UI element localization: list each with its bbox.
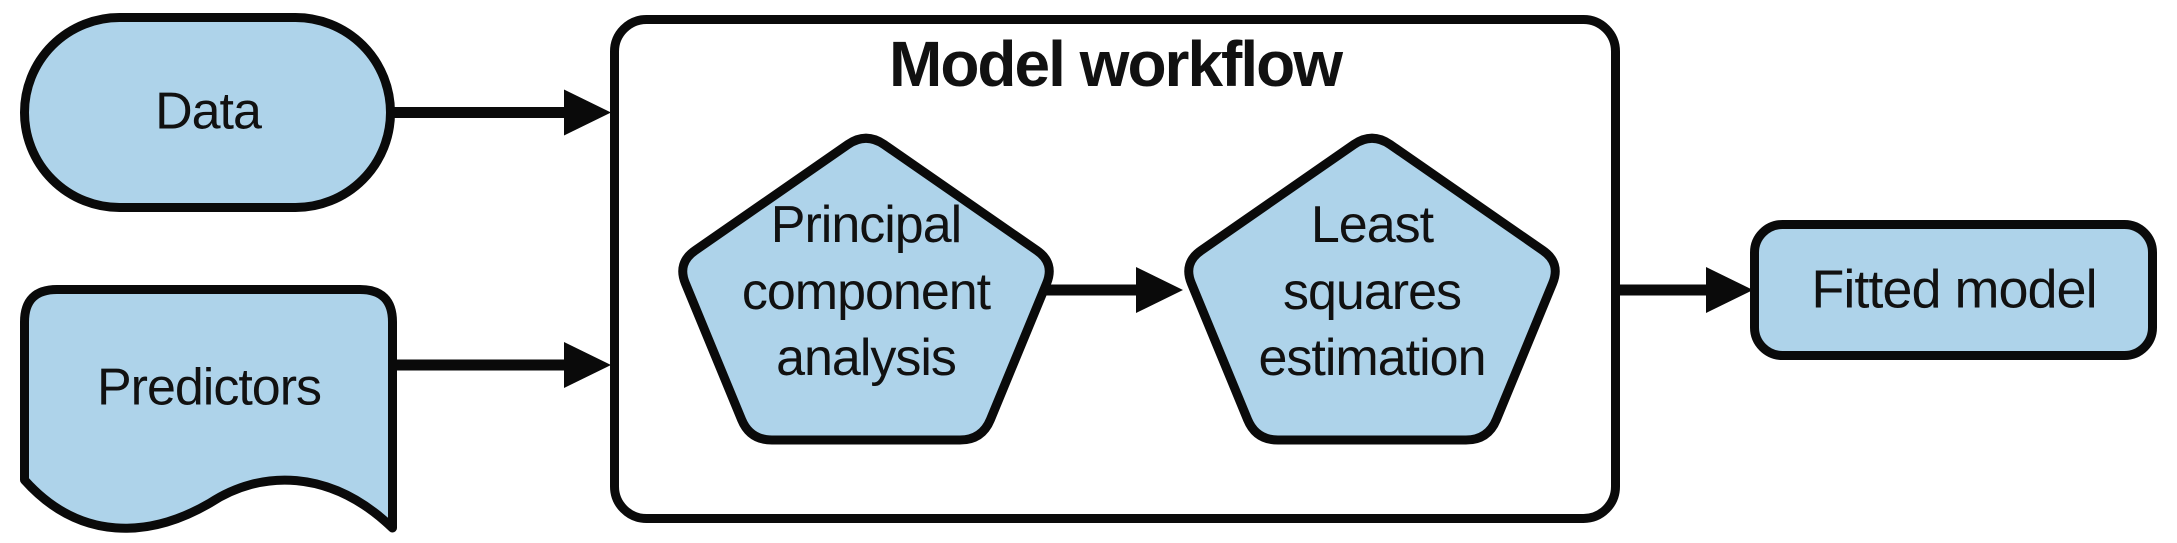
arrow-predictors-to-workflow xyxy=(394,342,611,388)
arrowhead-icon xyxy=(1706,267,1753,313)
arrowhead-icon xyxy=(564,89,611,136)
predictors-node-shape xyxy=(20,285,397,533)
fitted-model-node-label: Fitted model xyxy=(1811,259,2097,320)
arrow-workflow-to-fitted xyxy=(1619,267,1753,313)
arrowhead-icon xyxy=(564,342,611,388)
data-node-label: Data xyxy=(155,82,262,141)
arrow-data-to-workflow xyxy=(391,89,611,136)
lse-node-shape xyxy=(1184,133,1560,445)
pca-node-label: Principal component analysis xyxy=(741,196,991,388)
pca-node-shape xyxy=(678,133,1054,445)
fitted-model-node-shape xyxy=(1750,220,2157,360)
data-node-shape xyxy=(20,13,395,212)
predictors-node-label: Predictors xyxy=(96,358,322,417)
arrowhead-icon xyxy=(1136,267,1183,313)
workflow-box-title: Model workflow xyxy=(889,27,1343,100)
lse-node-label: Least squares estimation xyxy=(1258,196,1487,388)
arrow-pca-to-lse xyxy=(1046,267,1183,313)
